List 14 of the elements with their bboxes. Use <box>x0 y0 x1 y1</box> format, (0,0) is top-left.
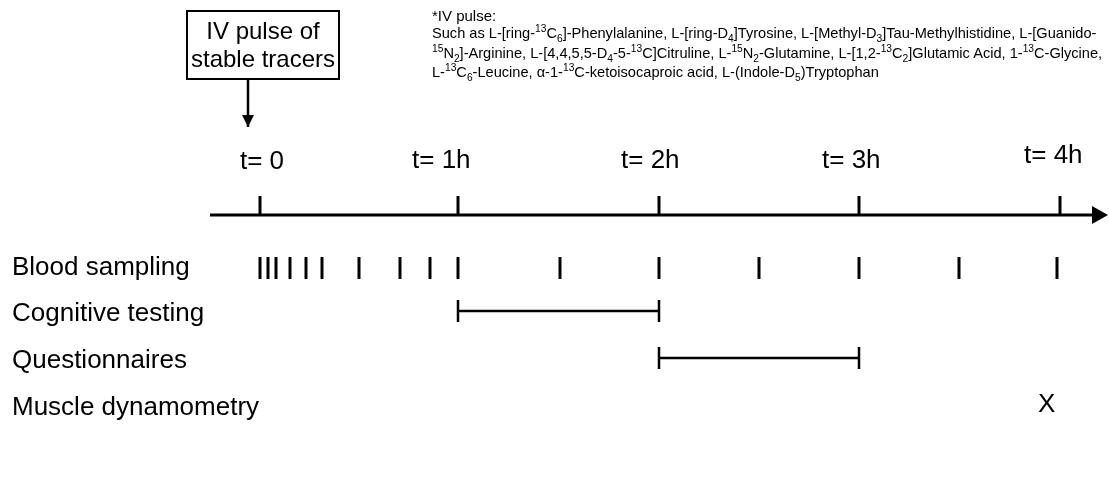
note-heading: *IV pulse: <box>432 6 497 26</box>
time-label: t= 3h <box>822 145 881 175</box>
time-label: t= 2h <box>621 145 680 175</box>
row-label: Muscle dynamometry <box>12 392 260 422</box>
arrow <box>241 80 255 127</box>
row-label: Cognitive testing <box>12 298 205 328</box>
row-label: Questionnaires <box>12 345 187 375</box>
marker-label: X <box>1038 389 1056 419</box>
note-text: Such as L-[ring-$^{13}$C$_{6}$]-Phenylalanine, L-[ring-D$_{4}$]Tyrosine, L-[Methyl-D$_{3}$]Tau-Methylhistidine, L-[Guanido-$^{15}$N$_{2}$]-Arginine, L-[4,4,5,5-D$_{4}$-5-$^{13}$C]Citruline, L-$^{15}$N$_{2}$-Glutamine, L-[1,2-$^{13}$C$_{2}$]Glutamic Acid, 1-$^{13}$C-Glycine, L-$^{13}$C$_{6}$-Leucine, α-1-$^{13}$C-ketoisocaproic acid, L-(Indole-D$_{5}$)Tryptophan <box>432 24 1104 83</box>
time-label: t= 4h <box>1024 140 1083 170</box>
row-label: Blood sampling <box>12 252 190 282</box>
process-box: IV pulse of stable tracers <box>186 10 340 80</box>
time-label: t= 0 <box>224 145 300 177</box>
time-label: t= 1h <box>412 145 471 175</box>
